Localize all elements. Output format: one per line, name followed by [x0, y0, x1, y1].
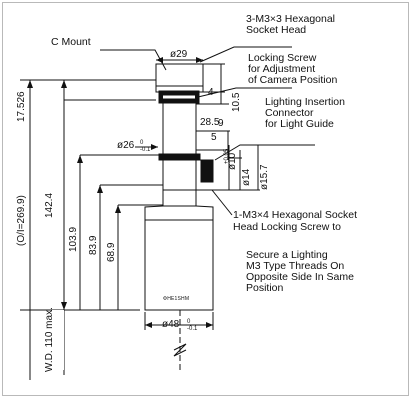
connector-barrel — [162, 159, 197, 191]
label-lighting-3: for Light Guide — [265, 118, 334, 130]
label-hex-head-1: 3-M3×3 Hexagonal — [246, 13, 336, 25]
lower-neck — [162, 189, 197, 207]
dim-28-5: 28.5 — [200, 117, 220, 128]
label-lighting-1: Lighting Insertion — [265, 96, 345, 108]
label-locking-screw-2: for Adjustment — [248, 63, 316, 75]
dim-d48-tol-top: 0 — [187, 319, 191, 325]
label-m3x4-1: 1-M3×4 Hexagonal Socket — [233, 209, 358, 221]
dim-d29: ø29 — [170, 49, 188, 60]
dim-d15-7: ø15.7 — [259, 164, 270, 190]
label-locking-screw-3: of Camera Position — [248, 74, 338, 86]
arrow — [77, 155, 83, 163]
leader-c-mount — [100, 49, 167, 71]
label-secure-2: M3 Type Threads On — [246, 260, 345, 272]
model-marking: ΦHE1SHM — [163, 296, 190, 302]
dim-4: 4 — [208, 87, 214, 98]
label-lighting-2: Connector — [265, 107, 314, 119]
upper-barrel — [162, 102, 197, 156]
dim-68-9: 68.9 — [106, 242, 117, 262]
arrow — [151, 144, 158, 150]
c-mount-body — [155, 63, 204, 93]
leader-m3x4 — [211, 189, 233, 216]
connector-core — [200, 159, 214, 183]
label-hex-head-2: Socket Head — [246, 24, 307, 36]
arrow — [145, 322, 152, 328]
barrel-collar — [158, 153, 201, 161]
dim-d26-tol-bot: -0.1 — [140, 147, 151, 153]
break-mark — [173, 343, 187, 357]
label-secure-1: Secure a Lighting — [246, 249, 328, 261]
dim-d14: ø14 — [241, 168, 252, 186]
dim-5: 5 — [211, 132, 217, 143]
arrow — [61, 80, 67, 88]
dim-17-526: 17.526 — [16, 91, 27, 122]
label-locking-screw-1: Locking Screw — [248, 52, 317, 64]
wd-band — [52, 310, 64, 370]
arrow — [206, 322, 213, 328]
dim-wd: W.D. 110 max. — [44, 307, 55, 372]
arrow — [97, 185, 103, 193]
dim-d48-tol-bot: -0.1 — [187, 326, 198, 332]
arrow — [156, 57, 163, 63]
arrow — [196, 57, 203, 63]
drawing-frame — [2, 2, 409, 396]
dim-d48: ø48 — [162, 319, 180, 330]
leader-locking-screw — [197, 87, 292, 98]
lens-body — [144, 205, 214, 311]
dim-d10-tol-top: +0.05 — [224, 148, 230, 164]
arrow — [61, 302, 67, 310]
dim-10-5: 10.5 — [231, 92, 242, 112]
arrow — [115, 205, 121, 213]
dim-83-9: 83.9 — [88, 235, 99, 255]
dim-103-9: 103.9 — [68, 226, 79, 252]
label-secure-4: Position — [246, 282, 284, 294]
dim-d26-tol-top: 0 — [140, 140, 144, 146]
arrow — [27, 80, 33, 88]
dim-142-4: 142.4 — [44, 192, 55, 218]
dim-d26: ø26 — [117, 140, 135, 151]
label-c-mount: C Mount — [51, 36, 91, 48]
leader-light-connector — [214, 144, 315, 161]
leader-hex-head — [199, 46, 292, 63]
label-secure-3: Opposite Side In Same — [246, 271, 354, 283]
dim-oi: (O/I=269.9) — [16, 195, 27, 246]
label-m3x4-2: Head Locking Screw to — [233, 221, 341, 233]
dim-9: 9 — [218, 118, 224, 129]
